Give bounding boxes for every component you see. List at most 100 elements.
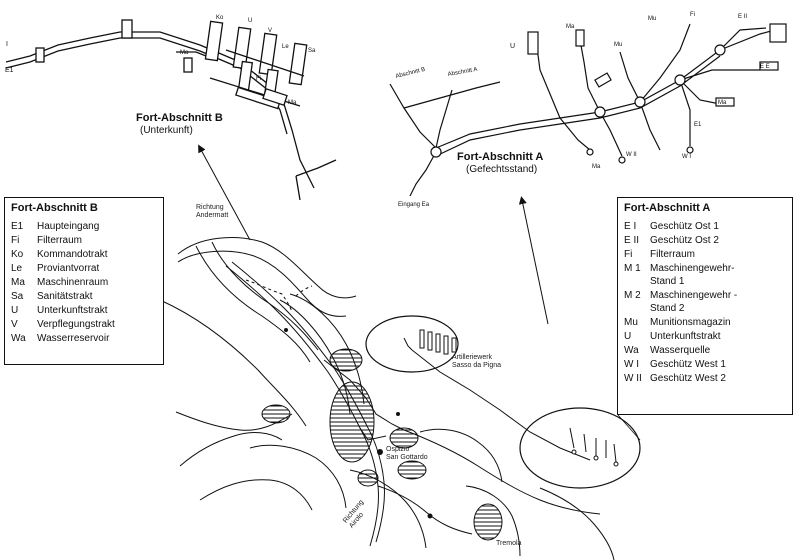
map-label-u-a: U <box>510 43 515 50</box>
legend-text: Unterkunftstrakt <box>37 305 108 316</box>
map-label-abschnitt-a: Abschnitt A <box>447 67 478 78</box>
legend-row: E I Geschütz Ost 1 <box>624 220 786 233</box>
legend-text: Geschütz Ost 1 <box>650 221 719 232</box>
legend-abbr: E I <box>624 221 637 232</box>
legend-text: Geschütz West 2 <box>650 373 726 384</box>
map-label-mu1: Mu <box>614 42 622 48</box>
legend-text: Sanitätstrakt <box>37 291 93 302</box>
legend-row: U Unterkunftstrakt <box>624 330 786 343</box>
legend-abbr: Ko <box>11 249 24 260</box>
legend-text: Kommandotrakt <box>37 249 108 260</box>
legend-text: Geschütz West 1 <box>650 359 726 370</box>
legend-abbr: E II <box>624 235 640 246</box>
label-ospizio: Ospizio San Gottardo <box>386 446 428 461</box>
legend-text: Verpflegungstrakt <box>37 319 115 330</box>
map-label-ma-a2: Ma <box>718 100 727 106</box>
legend-b-title: Fort-Abschnitt B <box>11 202 98 214</box>
map-label-e1: E1 <box>5 67 14 74</box>
label-artilleriewerk: Artilleriewerk Sasso da Pigna <box>452 354 502 369</box>
fort-b-subtitle: (Unterkunft) <box>140 125 193 136</box>
label-tremola: Tremola <box>496 540 522 547</box>
legend-row: Fi Filterraum <box>11 234 157 247</box>
map-label-v: V <box>268 28 272 34</box>
fort-b-plan <box>5 19 337 201</box>
legend-text: Wasserquelle <box>650 345 711 356</box>
legend-text: Unterkunftstrakt <box>650 331 721 342</box>
map-label-sa: Sa <box>308 48 316 54</box>
legend-abbr: W I <box>624 359 639 370</box>
legend-row: W I Geschütz West 1 <box>624 358 786 371</box>
map-label-u: U <box>248 18 252 24</box>
label-richtung-andermatt: Richtung Andermatt <box>196 204 229 219</box>
legend-text: Geschütz Ost 2 <box>650 235 719 246</box>
legend-row: M 1 Maschinengewehr- Stand 1 <box>624 262 786 288</box>
map-label-fi: Fi <box>256 76 261 82</box>
fort-b-title: Fort-Abschnitt B <box>136 112 223 124</box>
legend-row: Fi Filterraum <box>624 248 786 261</box>
legend-abbr: V <box>11 319 18 330</box>
legend-abbr: E1 <box>11 221 24 232</box>
legend-abbr: Ma <box>11 277 25 288</box>
overview-map <box>159 237 641 560</box>
map-label-e2: E II <box>738 14 747 20</box>
map-label-mu2: Mu <box>648 16 656 22</box>
map-label-ma: Ma <box>180 50 189 56</box>
map-label-w1: W I <box>682 154 691 160</box>
legend-row: E1 Haupteingang <box>11 220 157 233</box>
legend-text: Munitionsmagazin <box>650 317 731 328</box>
fort-a-title: Fort-Abschnitt A <box>457 151 544 163</box>
legend-abbr: U <box>624 331 632 342</box>
legend-abbr: Fi <box>624 249 633 260</box>
pointer-arrows <box>198 144 549 325</box>
map-label-ma-a: Ma <box>566 24 575 30</box>
map-label-i: I <box>6 41 8 48</box>
map-label-fi-a: Fi <box>690 12 695 18</box>
legend-abbr: Mu <box>624 317 638 328</box>
legend-a-title: Fort-Abschnitt A <box>624 202 711 214</box>
legend-text: Filterraum <box>37 235 83 246</box>
legend-text: Filterraum <box>650 249 696 260</box>
legend-text: Maschinengewehr - Stand 2 <box>650 290 738 314</box>
map-label-ma-a3: Ma <box>592 164 601 170</box>
map-label-w2: W II <box>626 152 637 158</box>
map-label-eingang: Eingang Ea <box>398 202 430 208</box>
map-label-abschnitt-b: Abschnitt B <box>395 67 426 80</box>
legend-row: M 2 Maschinengewehr - Stand 2 <box>624 289 786 315</box>
legend-abbr: U <box>11 305 19 316</box>
legend-abbr: M 2 <box>624 290 641 301</box>
legend-text: Haupteingang <box>37 221 100 232</box>
legend-row: Le Proviantvorrat <box>11 262 157 275</box>
legend-abbr: Le <box>11 263 23 274</box>
map-label-ma2: Ma <box>288 100 297 106</box>
fort-a-subtitle: (Gefechtsstand) <box>466 164 538 175</box>
legend-row: Ma Maschinenraum <box>11 276 157 289</box>
fort-a-plan <box>389 23 787 197</box>
map-label-ko: Ko <box>216 15 224 21</box>
legend-row: Sa Sanitätstrakt <box>11 290 157 303</box>
legend-abbr: M 1 <box>624 263 641 274</box>
legend-row: W II Geschütz West 2 <box>624 372 786 385</box>
legend-row: U Unterkunftstrakt <box>11 304 157 317</box>
legend-abbr: Wa <box>11 333 26 344</box>
legend-text: Wasserreservoir <box>37 333 110 344</box>
legend-row: E II Geschütz Ost 2 <box>624 234 786 247</box>
legend-fort-a: Fort-Abschnitt A E I Geschütz Ost 1 E II Ge… <box>617 197 793 415</box>
legend-abbr: W II <box>624 373 642 384</box>
legend-row: Ko Kommandotrakt <box>11 248 157 261</box>
legend-text: Proviantvorrat <box>37 263 100 274</box>
legend-abbr: Sa <box>11 291 24 302</box>
legend-abbr: Wa <box>624 345 639 356</box>
legend-text: Maschinengewehr- Stand 1 <box>650 263 735 287</box>
map-label-ee: E E <box>760 64 770 70</box>
legend-text: Maschinenraum <box>37 277 109 288</box>
legend-row: Wa Wasserquelle <box>624 344 786 357</box>
legend-row: Mu Munitionsmagazin <box>624 316 786 329</box>
map-label-e1-a: E1 <box>694 122 702 128</box>
legend-row: Wa Wasserreservoir <box>11 332 157 345</box>
legend-leaders <box>617 414 641 441</box>
map-label-le: Le <box>282 44 289 50</box>
legend-abbr: Fi <box>11 235 20 246</box>
legend-row: V Verpflegungstrakt <box>11 318 157 331</box>
